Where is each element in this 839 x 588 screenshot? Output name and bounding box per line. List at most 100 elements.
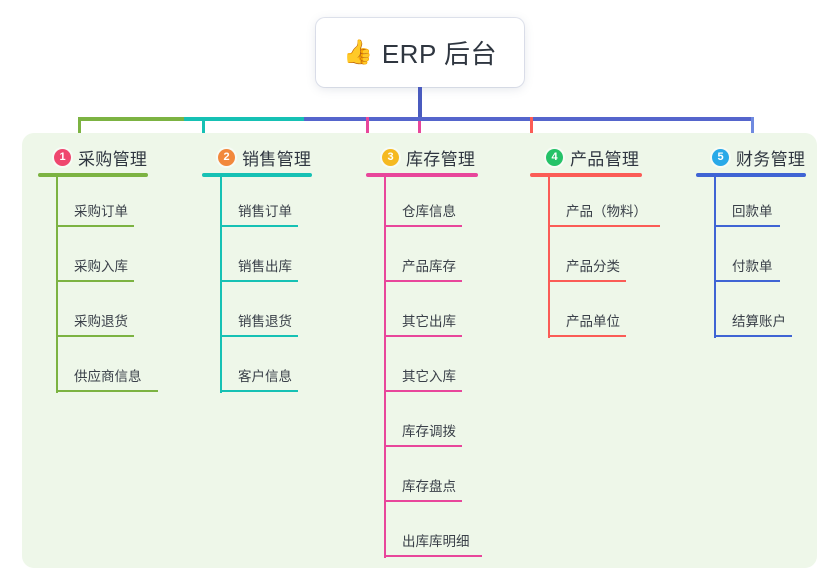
branch-item-label: 产品单位 [566, 314, 620, 329]
branch-item-rule [384, 555, 482, 557]
branch-badge-5: 5 [712, 148, 729, 166]
branch-items-4: 产品（物料） 产品分类产品单位 [530, 177, 660, 342]
branch-item[interactable]: 其它入库 [366, 342, 478, 397]
branch-item-label: 采购订单 [74, 204, 128, 219]
branch-item[interactable]: 客户信息 [202, 342, 312, 397]
branch-item-rule [714, 225, 780, 227]
branch-item-label: 销售退货 [238, 314, 292, 329]
branch-rule-3 [366, 173, 478, 177]
branch-item-label: 付款单 [732, 259, 773, 274]
branch-column-5: 5 财务管理回款单付款单结算账户 [696, 145, 806, 342]
branch-item-rule [220, 335, 298, 337]
branch-item-label: 采购入库 [74, 259, 128, 274]
branch-item-rule [56, 280, 134, 282]
branch-item[interactable]: 销售订单 [202, 177, 312, 232]
branch-item-rule [220, 225, 298, 227]
branch-item-rule [56, 225, 134, 227]
branch-item-label: 出库库明细 [402, 534, 470, 549]
branch-item[interactable]: 回款单 [696, 177, 806, 232]
bus-segment-2 [184, 117, 304, 121]
branch-stem-3 [384, 177, 386, 558]
bus-segment-1 [78, 117, 184, 121]
bus-segment-3 [304, 117, 752, 121]
branch-item[interactable]: 采购入库 [38, 232, 148, 287]
branch-items-3: 仓库信息产品库存其它出库其它入库库存调拨库存盘点出库库明细 [366, 177, 482, 562]
branch-item[interactable]: 产品（物料） [530, 177, 660, 232]
branch-item-rule [384, 225, 462, 227]
branch-item-rule [384, 390, 462, 392]
branch-item-label: 产品分类 [566, 259, 620, 274]
branch-item-label: 其它出库 [402, 314, 456, 329]
root-node[interactable]: 👍 ERP 后台 [316, 18, 524, 87]
branch-items-5: 回款单付款单结算账户 [696, 177, 806, 342]
branch-item[interactable]: 采购订单 [38, 177, 148, 232]
branch-item[interactable]: 产品分类 [530, 232, 642, 287]
branch-item[interactable]: 供应商信息 [38, 342, 158, 397]
root-node-content: 👍 ERP 后台 [343, 34, 497, 71]
branch-item[interactable]: 销售退货 [202, 287, 312, 342]
branch-item[interactable]: 产品单位 [530, 287, 642, 342]
drop-connector-5 [751, 117, 754, 145]
branch-stem-4 [548, 177, 550, 338]
branch-item-rule [548, 225, 660, 227]
branch-item-rule [548, 280, 626, 282]
branch-stem-1 [56, 177, 58, 393]
branch-item-label: 销售订单 [238, 204, 292, 219]
branch-title-4: 产品管理 [570, 149, 640, 169]
branch-item-label: 其它入库 [402, 369, 456, 384]
branch-header-1[interactable]: 1 采购管理 [38, 145, 148, 169]
branch-items-1: 采购订单采购入库采购退货供应商信息 [38, 177, 158, 397]
branch-item-label: 产品库存 [402, 259, 456, 274]
branch-title-1: 采购管理 [78, 149, 148, 169]
branch-item-label: 产品（物料） [566, 204, 647, 219]
thumbs-up-icon: 👍 [342, 38, 373, 66]
branch-item-rule [220, 390, 298, 392]
branch-stem-5 [714, 177, 716, 338]
branch-item-label: 供应商信息 [74, 369, 142, 384]
branch-item-label: 回款单 [732, 204, 773, 219]
branch-item-rule [548, 335, 626, 337]
branch-items-2: 销售订单销售出库销售退货客户信息 [202, 177, 312, 397]
branch-item[interactable]: 库存盘点 [366, 452, 478, 507]
drop-connector-3 [366, 117, 369, 145]
branch-column-1: 1 采购管理采购订单采购入库采购退货供应商信息 [38, 145, 158, 397]
branch-item[interactable]: 销售出库 [202, 232, 312, 287]
branch-item-label: 仓库信息 [402, 204, 456, 219]
branch-item[interactable]: 采购退货 [38, 287, 148, 342]
branch-item-rule [384, 445, 462, 447]
branch-rule-2 [202, 173, 312, 177]
branch-title-3: 库存管理 [406, 149, 476, 169]
branch-item-rule [220, 280, 298, 282]
branch-item[interactable]: 仓库信息 [366, 177, 478, 232]
branch-item-label: 客户信息 [238, 369, 292, 384]
branch-item[interactable]: 产品库存 [366, 232, 478, 287]
branch-badge-2: 2 [218, 148, 235, 166]
branch-item-label: 结算账户 [732, 314, 786, 329]
branch-rule-5 [696, 173, 806, 177]
branch-item[interactable]: 库存调拨 [366, 397, 478, 452]
branches-panel [22, 133, 817, 568]
branch-item-rule [714, 280, 780, 282]
branch-title-5: 财务管理 [736, 149, 806, 169]
branch-header-5[interactable]: 5 财务管理 [696, 145, 806, 169]
branch-stem-2 [220, 177, 222, 393]
branch-item[interactable]: 付款单 [696, 232, 806, 287]
branch-item-rule [384, 500, 462, 502]
branch-item[interactable]: 出库库明细 [366, 507, 482, 562]
branch-item-rule [384, 335, 462, 337]
branch-item[interactable]: 结算账户 [696, 287, 806, 342]
branch-item-rule [384, 280, 462, 282]
branch-item-rule [56, 390, 158, 392]
branch-item-label: 库存调拨 [402, 424, 456, 439]
drop-connector-2 [202, 117, 205, 145]
branch-item-label: 销售出库 [238, 259, 292, 274]
branch-item[interactable]: 其它出库 [366, 287, 478, 342]
branch-badge-1: 1 [54, 148, 71, 166]
